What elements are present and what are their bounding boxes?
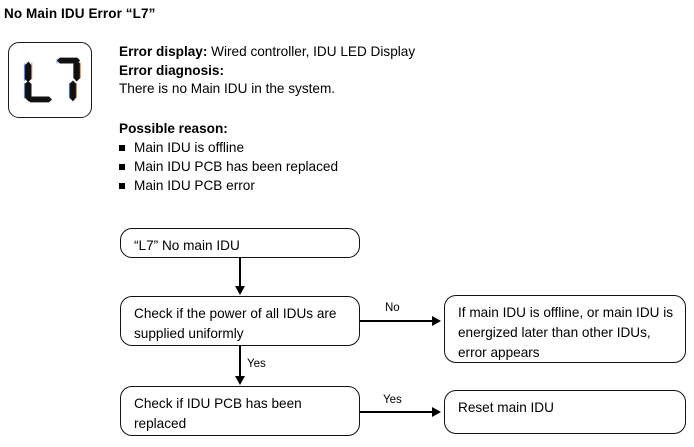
arrow-head-icon: [432, 407, 441, 417]
error-diagnosis-label: Error diagnosis:: [119, 62, 224, 78]
arrow-head-icon: [235, 376, 245, 385]
flowchart-box-offline-result: If main IDU is offline, or main IDU is e…: [444, 295, 686, 363]
seven-segment-led-display-icon: [23, 57, 81, 103]
arrow-head-icon: [432, 316, 441, 326]
error-diagnosis-value: There is no Main IDU in the system.: [119, 81, 336, 96]
flowchart-box-offline-result-label: If main IDU is offline, or main IDU is e…: [458, 305, 674, 360]
possible-reason-block: Possible reason: Main IDU is offline Mai…: [119, 119, 559, 195]
error-diagnosis-label-line: Error diagnosis:: [119, 62, 559, 81]
list-item-label: Main IDU PCB has been replaced: [134, 159, 339, 174]
error-display-line: Error display: Wired controller, IDU LED…: [119, 43, 559, 62]
list-item: Main IDU PCB error: [119, 176, 559, 195]
list-item: Main IDU PCB has been replaced: [119, 157, 559, 176]
arrow-check-pcb-to-reset: [360, 411, 434, 413]
flowchart-box-check-pcb: Check if IDU PCB has been replaced: [120, 386, 360, 436]
flowchart-label-yes-2: Yes: [383, 394, 402, 406]
flowchart-box-check-power-label: Check if the power of all IDUs are suppl…: [134, 306, 337, 341]
error-description-block: Error display: Wired controller, IDU LED…: [119, 43, 559, 99]
flowchart-box-reset-result: Reset main IDU: [444, 390, 686, 434]
arrow-check-power-to-offline: [360, 320, 434, 322]
led-display-panel: [8, 42, 92, 118]
list-item-label: Main IDU PCB error: [134, 178, 255, 193]
arrow-head-icon: [235, 286, 245, 295]
square-bullet-icon: [119, 164, 125, 170]
flowchart-box-start-label: “L7” No main IDU: [134, 238, 240, 253]
list-item-label: Main IDU is offline: [134, 140, 245, 155]
page-title: No Main IDU Error “L7”: [4, 6, 156, 21]
list-item: Main IDU is offline: [119, 138, 559, 157]
possible-reason-heading: Possible reason:: [119, 121, 228, 136]
arrow-check-power-to-check-pcb: [239, 346, 241, 378]
error-display-label: Error display:: [119, 44, 208, 59]
flowchart-label-yes-1: Yes: [247, 358, 266, 370]
square-bullet-icon: [119, 145, 125, 151]
arrow-start-to-check-power: [239, 258, 241, 288]
flowchart-box-check-pcb-label: Check if IDU PCB has been replaced: [134, 396, 302, 431]
square-bullet-icon: [119, 183, 125, 189]
flowchart-box-start: “L7” No main IDU: [120, 228, 360, 258]
flowchart-label-no-1: No: [385, 302, 400, 314]
flowchart-box-reset-result-label: Reset main IDU: [458, 400, 554, 415]
error-display-value: Wired controller, IDU LED Display: [207, 44, 416, 59]
flowchart-box-check-power: Check if the power of all IDUs are suppl…: [120, 296, 360, 346]
